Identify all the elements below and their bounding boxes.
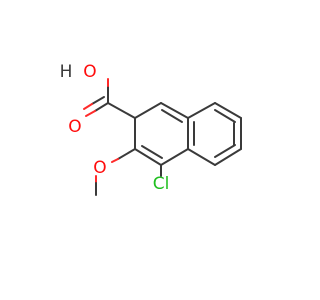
bond-c3-c7 bbox=[187, 102, 216, 119]
bond-c2-c3-double bbox=[161, 109, 183, 123]
bond-cooh-carbonyl-double bbox=[91, 96, 105, 105]
structure-diagram: H O O O Cl bbox=[60, 62, 242, 196]
bond-c7-c8 bbox=[214, 102, 242, 119]
bond-c4-c5 bbox=[160, 148, 189, 166]
bond-c1-ccooh bbox=[107, 102, 136, 119]
bond-cooh-carbonyl-double-o-half bbox=[83, 103, 93, 110]
bond-c5-c6-double bbox=[141, 145, 163, 159]
bond-c10-c4 bbox=[187, 148, 216, 166]
molecule-canvas: H O O O Cl bbox=[60, 62, 242, 196]
bond-cooh-carbonyl bbox=[94, 102, 109, 112]
bond-cooh-carbonyl-o-half bbox=[85, 110, 96, 117]
bond-c6-ome bbox=[117, 148, 136, 160]
atom-methoxy-oxygen-label: O bbox=[93, 158, 106, 178]
bond-c1-c2 bbox=[134, 102, 162, 119]
atom-chlorine-label: Cl bbox=[153, 174, 170, 194]
atom-oh-oxygen-label: O bbox=[83, 62, 96, 82]
bond-c9-c10 bbox=[214, 148, 242, 166]
bond-c9-c10-double bbox=[214, 144, 236, 158]
bond-c7-c8-double bbox=[214, 109, 236, 123]
atom-carbonyl-oxygen-label: O bbox=[68, 117, 81, 137]
atom-h-label: H bbox=[60, 62, 73, 82]
bond-c2-c3 bbox=[160, 102, 189, 119]
bond-c6-ome-o-half bbox=[111, 158, 119, 163]
bond-c5-c6 bbox=[134, 148, 162, 166]
